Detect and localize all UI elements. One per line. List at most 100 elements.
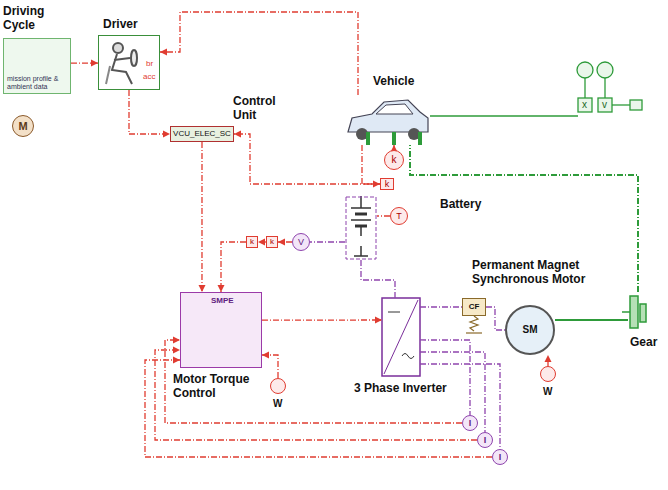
wire-line (420, 340, 470, 415)
node-text: I (469, 418, 472, 428)
arrow-head (173, 346, 180, 353)
signal-wire (278, 239, 292, 246)
wire-line (377, 215, 390, 216)
signal-name: x (582, 99, 587, 110)
inverter-symbol (382, 298, 420, 376)
signal-wire (258, 239, 266, 246)
electric-wire (310, 242, 345, 243)
node-title: Driver (103, 18, 138, 32)
node-text: CF (469, 302, 480, 311)
arrow-head (375, 317, 382, 324)
signal-wire (234, 131, 380, 185)
gain-box: k (266, 236, 278, 248)
gain-source: k (384, 150, 404, 170)
electric-wire (361, 260, 395, 298)
signal-name: v (602, 99, 607, 110)
wire-line (262, 355, 278, 378)
torque-controller: SMPEMotor Torque Control (180, 292, 262, 368)
arrow-head (234, 131, 241, 138)
wire-line (160, 12, 358, 95)
node-text: I (499, 452, 502, 462)
arrow-head (173, 357, 180, 364)
signal-wire (198, 142, 205, 292)
wire-line (234, 134, 380, 184)
node-title: W (543, 386, 552, 398)
node-title: Gear (630, 336, 657, 350)
arrow-head (545, 355, 552, 362)
arrow-head (262, 352, 269, 359)
wire-line (410, 145, 638, 292)
inverter: 3 Phase Inverter (382, 298, 420, 376)
signal-wire (362, 145, 380, 188)
arrow-head (198, 285, 205, 292)
node-title: W (273, 398, 282, 410)
arrow-head (91, 60, 98, 67)
mechanical-link (555, 320, 628, 321)
signal-wire (262, 317, 382, 324)
wire-line (201, 142, 202, 292)
signal-name: acc (143, 73, 155, 82)
wire-line (310, 241, 345, 242)
wire-line (361, 260, 395, 298)
arrow-head (218, 285, 225, 292)
arrow-head (160, 49, 167, 56)
signal-wire (71, 60, 98, 67)
arrow-head (278, 239, 285, 246)
battery-symbol (346, 196, 376, 259)
node-text: k (270, 237, 274, 246)
node-title: Control Unit (233, 95, 285, 123)
wire-line (129, 90, 170, 134)
arrow-head (258, 239, 265, 246)
signal-wire (145, 357, 492, 457)
electric-wire (420, 364, 500, 449)
signal-wire (377, 216, 390, 217)
node-title: Motor Torque Control (173, 373, 263, 401)
signal-wire (218, 242, 247, 292)
control-unit: Control UnitVCU_ELEC_SC (170, 126, 234, 142)
battery: Battery (345, 200, 377, 260)
wire-line (486, 307, 505, 330)
arrow-head (173, 336, 180, 343)
mechanical-link (410, 145, 638, 292)
node-text: VCU_ELEC_SC (173, 129, 231, 138)
current-sensor: I (477, 432, 493, 448)
signal-wire (262, 352, 278, 378)
node-text: SM (523, 324, 538, 336)
signal-wire (129, 90, 170, 138)
vehicle-block: Vehicle (345, 95, 430, 145)
node-text: I (484, 435, 487, 445)
node-title: Driving Cycle (3, 5, 79, 33)
voltage-sensor: V (292, 233, 310, 251)
node-title: Permanent Magnet Synchronous Motor (472, 259, 597, 287)
gear-symbol (622, 296, 646, 328)
speed-source: W (270, 378, 286, 394)
coupling-box: CF (462, 298, 486, 316)
pmsm-motor: Permanent Magnet Synchronous MotorSM (505, 305, 555, 355)
current-sensor: I (492, 449, 508, 465)
wire-line (221, 242, 246, 292)
node-text: M (18, 120, 27, 133)
temperature-source: T (390, 207, 408, 225)
node-title: Battery (440, 198, 481, 212)
vehicle-sensors (430, 62, 642, 116)
driver-figure (106, 43, 137, 84)
wire-line (555, 319, 628, 321)
electric-wire (420, 340, 470, 415)
signal-name: br (146, 60, 153, 69)
gain-box: k (380, 178, 394, 190)
node-text: V (298, 237, 304, 247)
wire-line (362, 145, 380, 184)
node-title: mission profile & ambient data (7, 75, 69, 91)
node-title: 3 Phase Inverter (354, 382, 447, 396)
vehicle-icon (348, 100, 428, 145)
arrow-head (163, 131, 170, 138)
node-text: k (250, 237, 254, 246)
wire-line (262, 319, 382, 320)
current-sensor: I (462, 415, 478, 431)
speed-source: W (540, 366, 556, 382)
electric-wire (486, 307, 505, 330)
cycle-icon: Driving Cyclemission profile & ambient d… (3, 38, 71, 94)
global-param: M (12, 115, 34, 137)
